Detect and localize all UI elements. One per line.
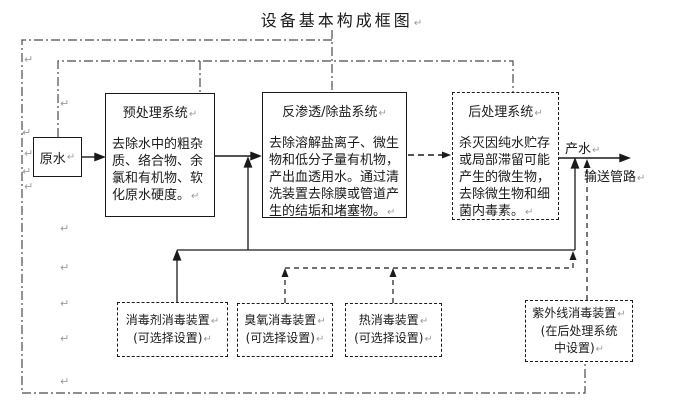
paragraph-mark: ↵ [60, 97, 70, 110]
arrow-post-to-output [619, 153, 631, 163]
disinfectant-line2-text: (可选择设置) [133, 330, 203, 345]
paragraph-mark: ↵ [317, 316, 326, 327]
node-disinfectant-device: 消毒剂消毒装置↵ (可选择设置)↵ [117, 302, 228, 357]
heat-line1: 热消毒装置↵ [359, 312, 428, 330]
node-pretreatment: 预处理系统↵ 去除水中的粗杂质、络合物、余氯和有机物、软化原水硬度。↵ [105, 93, 215, 217]
heat-line2-text: (可选择设置) [354, 331, 424, 345]
paragraph-mark: ↵ [60, 222, 70, 235]
paragraph-mark: ↵ [203, 333, 212, 345]
node-raw-water: 原水↵ [33, 137, 82, 177]
post-treatment-body: 杀灭因纯水贮存或局部滞留可能产生的微生物，去除微生物和细菌内毒素。↵ [459, 135, 552, 221]
paragraph-mark: ↵ [66, 151, 76, 163]
paragraph-mark: ↵ [24, 180, 34, 193]
arrow-dashed-to-solid-collector [569, 251, 577, 260]
node-ozone-device: 臭氧消毒装置↵ (可选择设置)↵ [237, 303, 333, 357]
paragraph-mark: ↵ [315, 334, 325, 345]
paragraph-mark: ↵ [387, 207, 396, 218]
disinfectant-line1-text: 消毒剂消毒装置 [125, 312, 210, 327]
paragraph-mark: ↵ [188, 109, 198, 120]
uv-line3: 中设置)↵ [554, 340, 604, 358]
pipeline-text: 输送管路 [584, 170, 637, 185]
paragraph-mark: ↵ [617, 308, 626, 320]
ozone-line2-text: (可选择设置) [245, 331, 315, 345]
arrow-collector-to-feed [243, 156, 253, 168]
dashed-collector-arrowheads [281, 159, 591, 277]
paragraph-mark: ↵ [534, 108, 543, 119]
paragraph-mark: ↵ [24, 53, 34, 66]
pretreatment-title: 预处理系统↵ [112, 102, 208, 121]
arrow-uv-to-product [583, 159, 591, 168]
paragraph-mark: ↵ [22, 165, 32, 178]
page-title: 设备基本构成框图↵ [0, 7, 686, 31]
post-treatment-body-text: 杀灭因纯水贮存或局部滞留可能产生的微生物，去除微生物和细菌内毒素。 [459, 136, 551, 219]
page-title-text: 设备基本构成框图 [260, 11, 413, 30]
product-water-text: 产水 [565, 142, 592, 157]
paragraph-mark: ↵ [419, 316, 429, 327]
disinfectant-line2: (可选择设置)↵ [133, 330, 212, 348]
dashed-collector-lines [284, 167, 588, 303]
arrow-collector-to-product [570, 157, 580, 169]
pretreatment-body-text: 去除水中的粗杂质、络合物、余氯和有机物、软化原水硬度。 [112, 137, 204, 203]
heat-line1-text: 热消毒装置 [358, 313, 419, 327]
ro-title: 反渗透/除盐系统↵ [269, 101, 400, 120]
ro-body-text: 去除溶解盐离子、微生物和低分子量有机物，产出血透用水。通过清洗装置去除膜或管道产… [269, 136, 400, 219]
paragraph-mark: ↵ [413, 18, 426, 29]
ro-body: 去除溶解盐离子、微生物和低分子量有机物，产出血透用水。通过清洗装置去除膜或管道产… [269, 135, 400, 221]
post-treatment-title-text: 后处理系统 [468, 105, 534, 120]
node-reverse-osmosis: 反渗透/除盐系统↵ 去除溶解盐离子、微生物和低分子量有机物，产出血透用水。通过清… [262, 92, 407, 221]
uv-line2-text: (在后处理系统 [540, 323, 618, 338]
ro-title-text: 反渗透/除盐系统 [282, 105, 378, 120]
pretreatment-body: 去除水中的粗杂质、络合物、余氯和有机物、软化原水硬度。↵ [112, 136, 208, 205]
dash-dot-loop-outer [21, 30, 586, 394]
dash-dot-loop-inner [57, 60, 514, 137]
uv-line3-text: 中设置) [553, 340, 595, 355]
node-uv-device: 紫外线消毒装置↵ (在后处理系统 中设置)↵ [525, 300, 633, 362]
arrow-disinfectant-up [172, 249, 182, 261]
arrow-heat-up [389, 268, 397, 277]
node-post-treatment: 后处理系统↵ 杀灭因纯水贮存或局部滞留可能产生的微生物，去除微生物和细菌内毒素。… [452, 92, 559, 220]
post-treatment-title: 后处理系统↵ [459, 101, 552, 120]
paragraph-mark: ↵ [525, 207, 534, 218]
paragraph-mark: ↵ [592, 145, 601, 156]
heat-line2: (可选择设置)↵ [354, 330, 433, 348]
raw-water-label: 原水 [39, 151, 66, 167]
paragraph-mark: ↵ [191, 191, 200, 202]
paragraph-mark: ↵ [595, 343, 605, 355]
arrow-ro-to-post [408, 151, 451, 159]
product-water-label: 产水↵ [565, 138, 600, 157]
uv-line2: (在后处理系统 [541, 323, 618, 340]
ozone-line1: 臭氧消毒装置↵ [244, 312, 325, 330]
uv-line1: 紫外线消毒装置↵ [532, 305, 625, 323]
paragraph-mark: ↵ [637, 173, 646, 184]
ozone-line2: (可选择设置)↵ [246, 330, 325, 348]
paragraph-mark: ↵ [24, 147, 34, 160]
paragraph-mark: ↵ [60, 375, 70, 388]
node-heat-device: 热消毒装置↵ (可选择设置)↵ [345, 303, 442, 357]
pretreatment-title-text: 预处理系统 [122, 106, 188, 121]
uv-line1-text: 紫外线消毒装置 [532, 305, 617, 320]
paragraph-mark: ↵ [60, 297, 70, 310]
paragraph-mark: ↵ [424, 334, 433, 345]
arrow-ozone-up [281, 268, 289, 277]
disinfectant-line1: 消毒剂消毒装置↵ [126, 312, 219, 330]
solid-collector-lines [172, 156, 580, 302]
arrow-pretreatment-to-ro [250, 151, 262, 161]
paragraph-mark: ↵ [60, 261, 70, 274]
arrow-raw-to-pretreatment [94, 152, 106, 162]
ozone-line1-text: 臭氧消毒装置 [244, 313, 317, 327]
paragraph-mark: ↵ [378, 108, 387, 119]
pipeline-label: 输送管路↵ [584, 166, 645, 185]
main-flow-arrows [82, 151, 631, 163]
paragraph-mark: ↵ [22, 126, 32, 139]
paragraph-mark: ↵ [210, 315, 220, 327]
paragraph-mark: ↵ [60, 332, 70, 345]
